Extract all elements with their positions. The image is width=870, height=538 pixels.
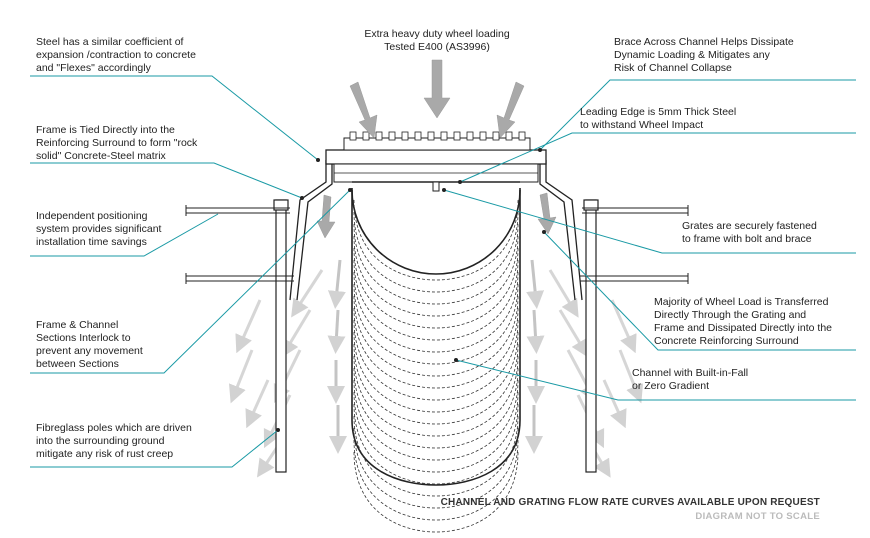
grate-tooth: [440, 131, 448, 141]
label-frame-channel-interlock: Frame & Channel Sections Interlock to pr…: [36, 319, 143, 370]
corrugation-arc: [353, 235, 519, 317]
grate-tooth: [375, 131, 383, 141]
channel-body: [351, 187, 521, 486]
corrugation-arc: [353, 259, 519, 341]
label-independent-positioning: Independent positioning system provides …: [36, 210, 162, 248]
label-wheel-load-transfer: Majority of Wheel Load is Transferred Di…: [654, 296, 832, 347]
grate-tooth: [401, 131, 409, 141]
grate-teeth: [349, 131, 526, 141]
corrugation-arc: [353, 199, 519, 281]
grate-tooth: [479, 131, 487, 141]
corrugation-arc: [353, 223, 519, 305]
corrugation-arc: [353, 391, 519, 473]
label-fibreglass-poles: Fibreglass poles which are driven into t…: [36, 422, 192, 460]
label-steel-coefficient: Steel has a similar coefficient of expan…: [36, 36, 196, 74]
load-dissipation-arrows: [228, 269, 644, 478]
corrugation-arc: [353, 403, 519, 485]
grate-bolt: [432, 181, 440, 192]
leader-lines: [30, 75, 856, 468]
corrugation-arc: [353, 211, 519, 293]
fibreglass-poles: [273, 199, 599, 473]
corrugation-arc: [353, 283, 519, 365]
label-channel-fall: Channel with Built-in-Fall or Zero Gradi…: [632, 367, 749, 392]
grate-tooth: [427, 131, 435, 141]
corrugation-arc: [353, 319, 519, 401]
leader-dots: [276, 148, 546, 432]
corrugation-arc: [353, 343, 519, 425]
label-frame-tied: Frame is Tied Directly into the Reinforc…: [36, 124, 198, 162]
corrugation-arc: [353, 247, 519, 329]
corrugation-arc: [353, 439, 519, 521]
label-wheel-loading: Extra heavy duty wheel loading Tested E4…: [364, 28, 510, 53]
frame-surround: [289, 160, 583, 301]
label-grates-fastened: Grates are securely fastened to frame wi…: [682, 220, 817, 245]
corrugation-arc: [353, 307, 519, 389]
flow-rate-note: CHANNEL AND GRATING FLOW RATE CURVES AVA…: [440, 497, 820, 508]
corrugation-arc: [353, 427, 519, 509]
grate-tooth: [518, 131, 526, 141]
corrugation-arc: [353, 295, 519, 377]
wheel-load-arrows: [316, 59, 557, 239]
corrugation-arc: [353, 379, 519, 461]
grate-tooth: [453, 131, 461, 141]
grate-tooth: [388, 131, 396, 141]
corrugation-arc: [353, 271, 519, 353]
grate-tooth: [492, 131, 500, 141]
label-brace-channel: Brace Across Channel Helps Dissipate Dyn…: [614, 36, 794, 74]
corrugation-arc: [353, 451, 519, 533]
grate-tooth: [362, 131, 370, 141]
positioning-rods: [185, 205, 689, 284]
corrugation-arc: [353, 331, 519, 413]
label-leading-edge: Leading Edge is 5mm Thick Steel to withs…: [580, 106, 737, 131]
grate-tooth: [505, 131, 513, 141]
corrugation-arc: [353, 355, 519, 437]
grate-tooth: [466, 131, 474, 141]
scale-note: DIAGRAM NOT TO SCALE: [695, 511, 820, 522]
corrugation-arc: [353, 415, 519, 497]
inner-load-arrows: [327, 259, 545, 454]
grate-tooth: [414, 131, 422, 141]
corrugation-arc: [353, 367, 519, 449]
grate: [325, 137, 547, 183]
grate-tooth: [349, 131, 357, 141]
channel-corrugations: [353, 199, 519, 533]
